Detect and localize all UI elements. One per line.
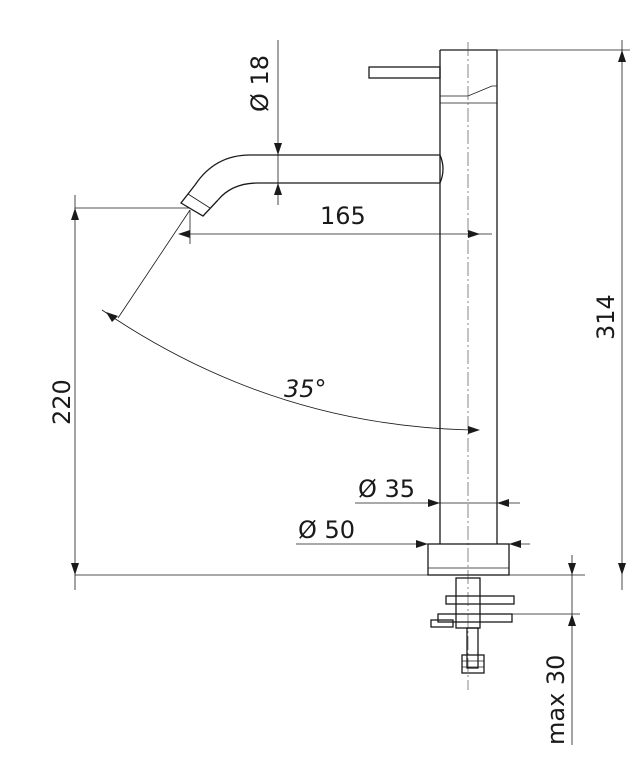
label-height-to-spout: 220 (48, 379, 76, 425)
label-spout-diameter: Ø 18 (246, 55, 274, 112)
lever-handle (368, 66, 441, 79)
label-max-deck-thickness: max 30 (542, 655, 570, 745)
dim-total-height: 314 (497, 40, 630, 590)
label-spout-angle: 35° (284, 375, 327, 403)
dim-body-diameter: Ø 35 (355, 475, 520, 507)
dim-spout-reach: 165 (178, 202, 492, 244)
spout (180, 154, 444, 217)
faucet-base (427, 543, 510, 576)
label-base-diameter: Ø 50 (298, 516, 355, 544)
faucet-body (439, 42, 498, 690)
label-body-diameter: Ø 35 (358, 475, 415, 503)
label-spout-reach: 165 (320, 202, 366, 230)
dim-max-deck-thickness: max 30 (512, 555, 580, 745)
dim-spout-angle: 35° (101, 209, 480, 434)
label-total-height: 314 (592, 294, 620, 340)
dim-height-to-spout: 220 (48, 195, 190, 590)
dim-base-diameter: Ø 50 (296, 516, 530, 548)
mounting-hardware (430, 577, 515, 674)
dim-spout-diameter: Ø 18 (246, 40, 282, 205)
